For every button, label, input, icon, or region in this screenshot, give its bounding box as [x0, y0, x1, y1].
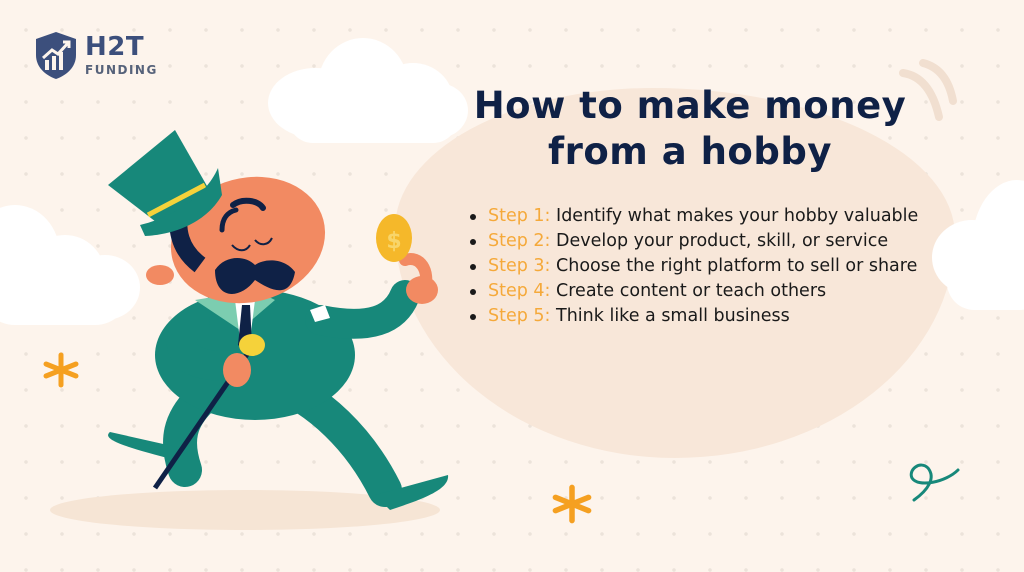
- logo-subtitle: FUNDING: [85, 63, 158, 77]
- background-blob: [395, 88, 955, 458]
- step-text: Identify what makes your hobby valuable: [556, 206, 919, 226]
- step-item: Step 2: Develop your product, skill, or …: [468, 229, 938, 253]
- step-label: Step 3:: [488, 256, 551, 276]
- squiggle-icon: [909, 463, 960, 502]
- step-item: Step 4: Create content or teach others: [468, 279, 938, 303]
- step-text: Develop your product, skill, or service: [556, 231, 889, 251]
- step-item: Step 1: Identify what makes your hobby v…: [468, 204, 938, 228]
- step-text: Think like a small business: [556, 306, 790, 326]
- gentleman-illustration: $: [50, 130, 449, 530]
- logo-name: H2T: [85, 32, 145, 62]
- cloud-right: [932, 180, 1024, 320]
- asterisk-icon: [43, 352, 79, 388]
- cloud-left: [0, 195, 150, 325]
- motion-lines-icon: [899, 59, 957, 121]
- brand-logo[interactable]: H2T FUNDING: [33, 30, 158, 80]
- cloud-top: [268, 38, 468, 143]
- shield-chart-icon: [36, 32, 76, 79]
- title-line-2: from a hobby: [548, 130, 832, 173]
- page-title: How to make money from a hobby: [430, 83, 950, 175]
- step-label: Step 5:: [488, 306, 551, 326]
- title-line-1: How to make money: [473, 84, 907, 127]
- step-label: Step 2:: [488, 231, 551, 251]
- step-text: Choose the right platform to sell or sha…: [556, 256, 918, 276]
- asterisk-icon: [552, 484, 592, 524]
- dollar-icon: $: [386, 229, 401, 254]
- step-label: Step 1:: [488, 206, 551, 226]
- step-label: Step 4:: [488, 281, 551, 301]
- step-text: Create content or teach others: [556, 281, 827, 301]
- step-item: Step 5: Think like a small business: [468, 304, 938, 328]
- step-item: Step 3: Choose the right platform to sel…: [468, 254, 938, 278]
- steps-list: Step 1: Identify what makes your hobby v…: [468, 204, 938, 329]
